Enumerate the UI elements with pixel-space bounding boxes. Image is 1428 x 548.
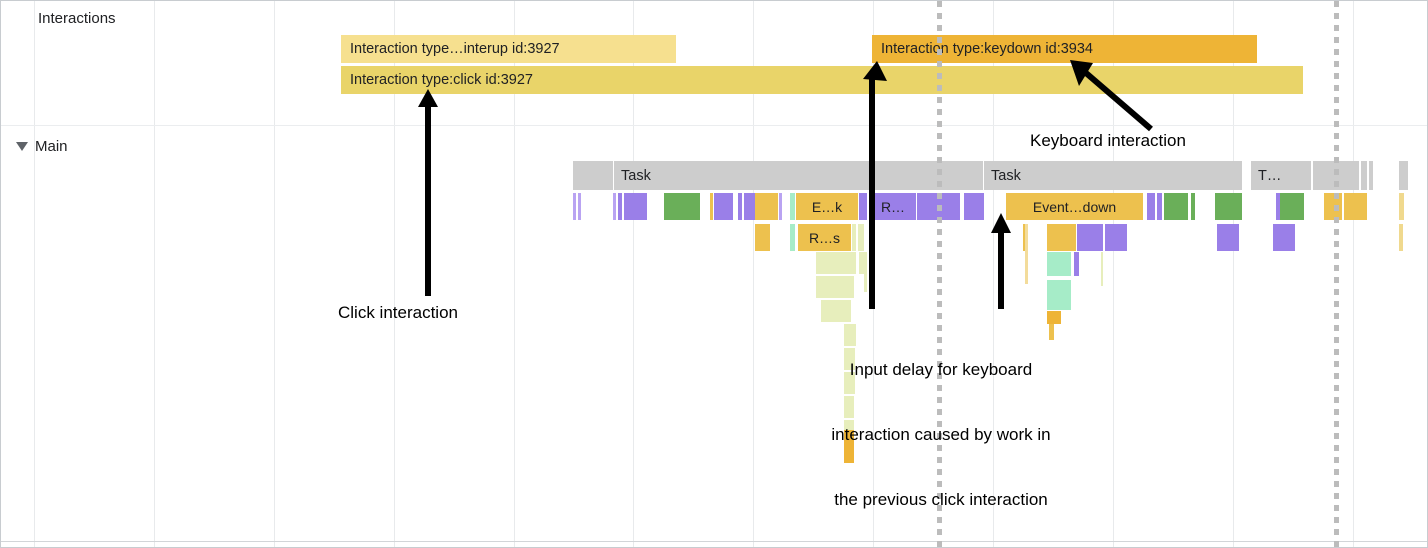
task-bar[interactable] <box>873 161 983 190</box>
flame-block[interactable] <box>864 252 867 292</box>
gridline <box>394 1 395 547</box>
flame-block[interactable] <box>790 193 795 220</box>
flame-block[interactable] <box>1105 224 1127 251</box>
flame-block[interactable] <box>821 300 851 322</box>
task-bar[interactable]: Task <box>984 161 1242 190</box>
click-interaction-arrow <box>418 89 438 296</box>
flame-block[interactable] <box>844 372 855 394</box>
flame-block[interactable] <box>1047 252 1071 276</box>
flame-block[interactable] <box>1147 193 1155 220</box>
track-label-interactions[interactable]: Interactions <box>38 10 116 27</box>
flame-block[interactable] <box>1049 324 1054 340</box>
flame-block[interactable] <box>573 193 576 220</box>
flame-block[interactable] <box>755 193 778 220</box>
flame-block[interactable] <box>1215 193 1242 220</box>
flame-block[interactable] <box>816 276 854 298</box>
keyboard-interaction-annotation: Keyboard interaction <box>1030 131 1186 150</box>
task-bar[interactable]: Task <box>614 161 872 190</box>
flame-block[interactable] <box>964 193 984 220</box>
input-delay-arrow-right <box>991 213 1011 309</box>
gridline <box>633 1 634 547</box>
flame-block[interactable] <box>1157 193 1162 220</box>
flame-block[interactable] <box>1077 224 1103 251</box>
flame-block[interactable] <box>613 193 616 220</box>
flame-block[interactable] <box>664 193 700 220</box>
flame-block[interactable] <box>710 193 713 220</box>
input-delay-line-1: Input delay for keyboard <box>849 359 1033 379</box>
gridline <box>154 1 155 547</box>
gridline <box>993 1 994 547</box>
flame-block-event[interactable]: R… <box>870 193 916 220</box>
marker-line-2 <box>1334 1 1339 547</box>
gridline <box>34 1 35 547</box>
input-delay-line-2: interaction caused by work in <box>831 424 1051 444</box>
flame-block[interactable] <box>1025 224 1028 284</box>
gridline <box>1113 1 1114 547</box>
flame-block[interactable] <box>1074 252 1079 276</box>
flame-block[interactable] <box>859 252 865 274</box>
flame-block[interactable] <box>1399 193 1404 220</box>
flame-block[interactable] <box>1047 280 1071 310</box>
flame-block[interactable] <box>1217 224 1239 251</box>
flame-block[interactable] <box>852 224 856 251</box>
gridline <box>274 1 275 547</box>
triangle-down-icon[interactable] <box>16 142 28 151</box>
flame-block[interactable] <box>1280 193 1304 220</box>
marker-line-1 <box>937 1 942 547</box>
flame-block[interactable] <box>1101 252 1103 286</box>
flame-block-event[interactable]: R…s <box>798 224 851 251</box>
gridline <box>514 1 515 547</box>
flame-block[interactable] <box>714 193 733 220</box>
flame-block[interactable] <box>744 193 755 220</box>
flame-block[interactable] <box>816 252 856 274</box>
interaction-bar-click[interactable]: Interaction type:click id:3927 <box>341 66 1303 94</box>
flame-block[interactable] <box>1164 193 1188 220</box>
flame-block[interactable] <box>618 193 622 220</box>
panel-bottom-border <box>1 541 1427 542</box>
flame-block-event[interactable]: E…k <box>796 193 858 220</box>
flame-block[interactable] <box>790 224 795 251</box>
flame-block-event[interactable]: Event…down <box>1006 193 1143 220</box>
flame-block[interactable] <box>844 324 856 346</box>
flame-block[interactable] <box>1047 311 1061 324</box>
task-bar[interactable]: T… <box>1251 161 1311 190</box>
flame-block[interactable] <box>1276 193 1280 220</box>
gridline <box>753 1 754 547</box>
input-delay-line-3: the previous click interaction <box>834 490 1048 509</box>
flame-block[interactable] <box>859 193 867 220</box>
flame-block[interactable] <box>755 224 770 251</box>
track-divider <box>1 125 1427 126</box>
flame-block[interactable] <box>1344 193 1367 220</box>
flame-block[interactable] <box>1399 224 1403 251</box>
flame-block[interactable] <box>1191 193 1195 220</box>
task-bar[interactable] <box>1361 161 1367 190</box>
gridline <box>1233 1 1234 547</box>
flame-block[interactable] <box>844 430 854 463</box>
input-delay-annotation: Input delay for keyboard interaction cau… <box>781 315 1101 547</box>
flame-block[interactable] <box>578 193 581 220</box>
task-bar[interactable] <box>1369 161 1373 190</box>
flame-block[interactable] <box>1324 193 1342 220</box>
interaction-bar-pointerup[interactable]: Interaction type…interup id:3927 <box>341 35 676 63</box>
flame-block[interactable] <box>624 193 647 220</box>
flame-block[interactable] <box>1047 224 1076 251</box>
task-bar[interactable] <box>573 161 613 190</box>
interaction-bar-keydown[interactable]: Interaction type:keydown id:3934 <box>872 35 1257 63</box>
track-label-main[interactable]: Main <box>35 138 68 155</box>
task-bar[interactable] <box>1399 161 1408 190</box>
flame-block[interactable] <box>844 396 854 418</box>
flame-block[interactable] <box>1023 224 1026 251</box>
gridline <box>1353 1 1354 547</box>
flame-block[interactable] <box>779 193 782 220</box>
flame-block[interactable] <box>858 224 864 251</box>
flame-block[interactable] <box>738 193 742 220</box>
click-interaction-annotation: Click interaction <box>338 303 458 322</box>
flame-block[interactable] <box>844 348 855 370</box>
flame-block[interactable] <box>1273 224 1295 251</box>
